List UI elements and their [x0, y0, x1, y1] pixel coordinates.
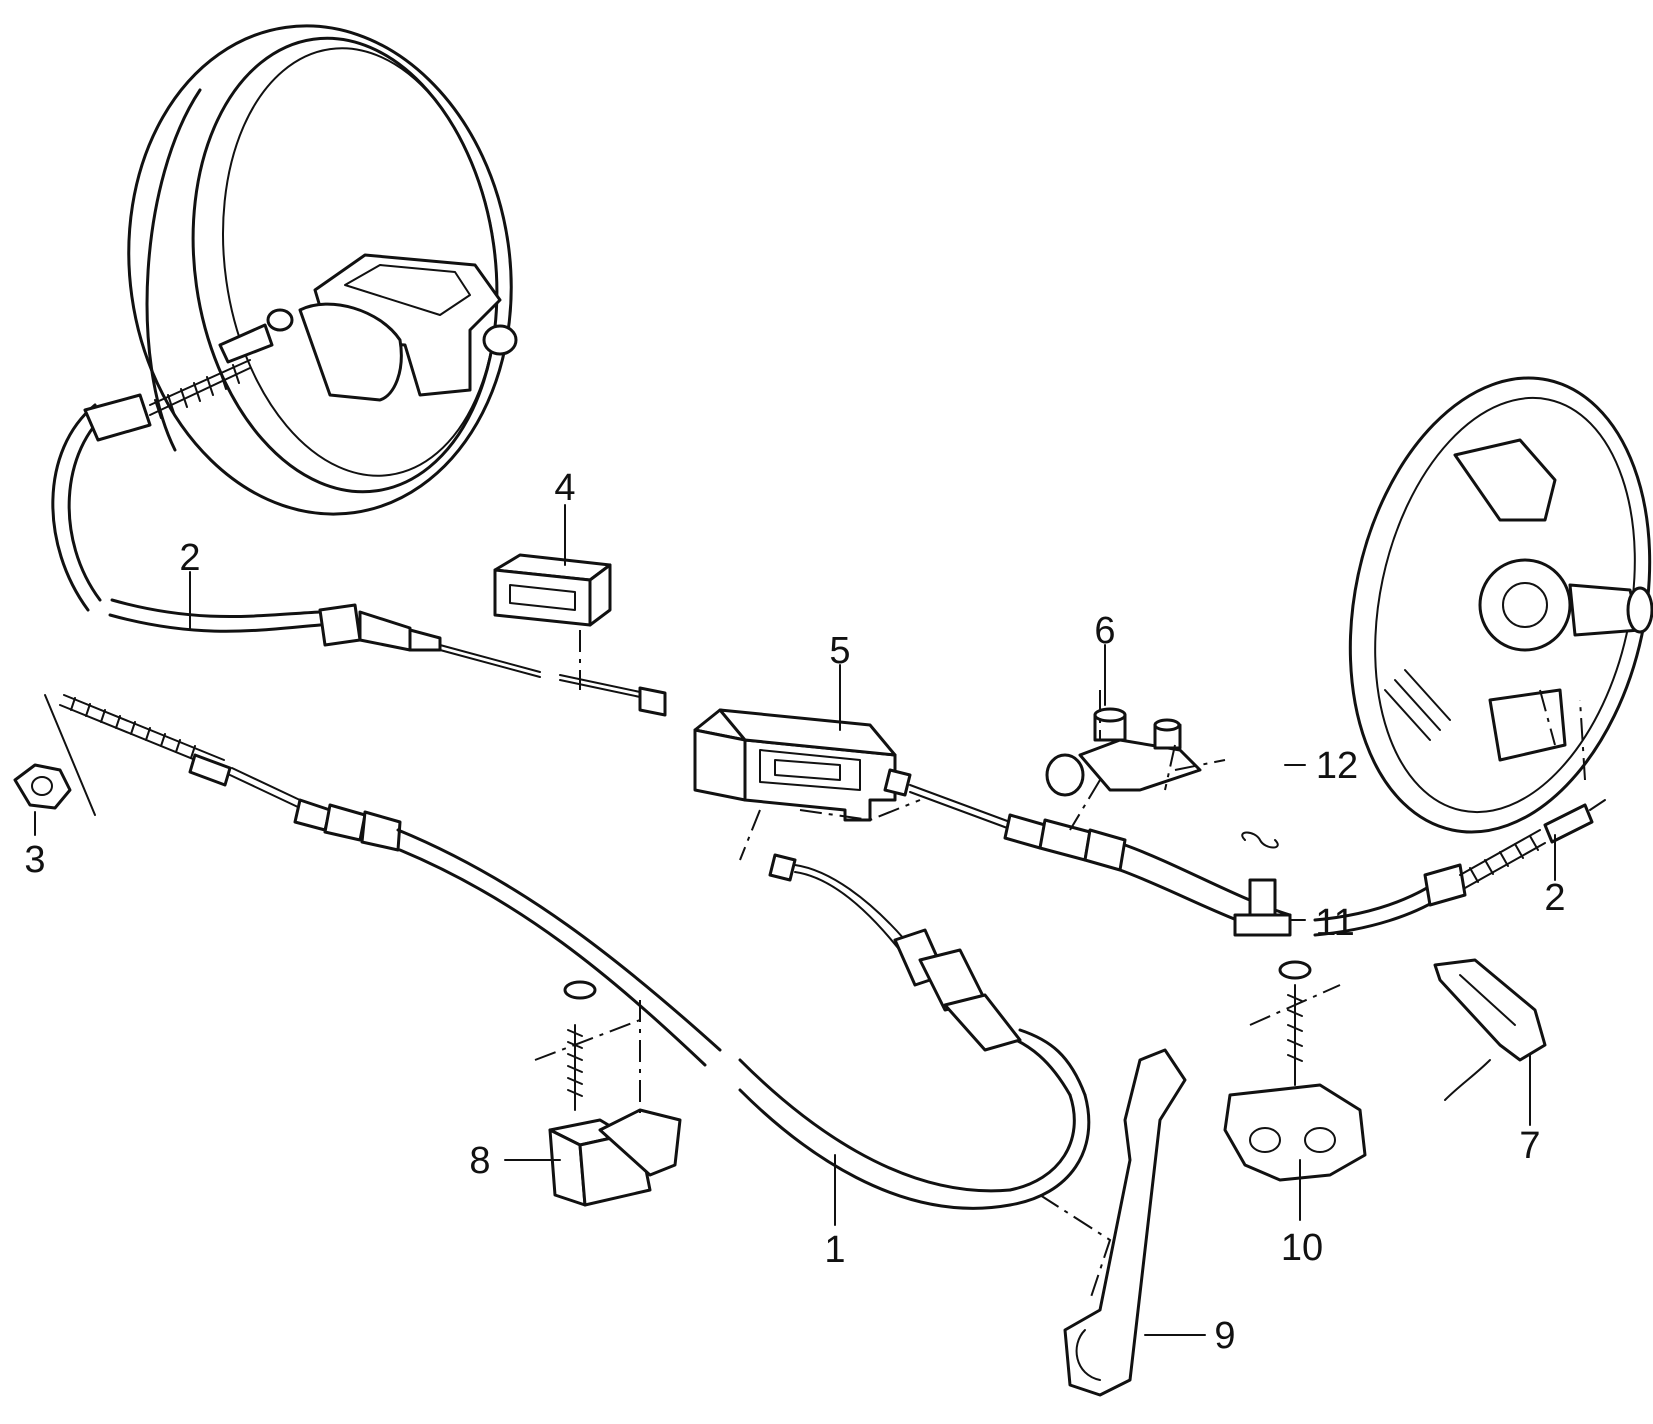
callout-7: 7 [1519, 1125, 1540, 1167]
callout-5: 5 [829, 630, 850, 672]
callout-3: 3 [24, 839, 45, 881]
part-5-equalizer [693, 708, 897, 822]
part-6-bracket [1045, 707, 1202, 797]
callout-2-left: 2 [179, 537, 200, 579]
part-8-holder [548, 980, 682, 1207]
callout-6: 6 [1094, 610, 1115, 652]
part-12-washer [1241, 831, 1279, 849]
part-4-clip [493, 553, 612, 627]
equalizer-output-cable [768, 853, 1022, 1052]
callout-4: 4 [554, 467, 575, 509]
callout-2-right: 2 [1544, 877, 1565, 919]
callout-10: 10 [1281, 1227, 1323, 1269]
part-3-nut [13, 694, 96, 816]
right-brake-backing-plate [1348, 376, 1653, 834]
part-10-guide [1223, 960, 1367, 1182]
callout-8: 8 [469, 1140, 490, 1182]
callout-12: 12 [1316, 745, 1358, 787]
part-7-clip [1433, 958, 1547, 1101]
left-brake-drum [127, 24, 518, 516]
callout-1: 1 [824, 1229, 845, 1271]
cable-2-right [883, 768, 1606, 937]
cable-2-left [51, 308, 667, 717]
part-9-lever [1063, 1048, 1187, 1397]
assembly-lines [534, 630, 1586, 1301]
leader-lines [34, 504, 1556, 1336]
part-11-bolt [1233, 878, 1292, 937]
cable-1 [59, 694, 1091, 1210]
callout-9: 9 [1214, 1315, 1235, 1357]
callout-11: 11 [1315, 902, 1354, 944]
